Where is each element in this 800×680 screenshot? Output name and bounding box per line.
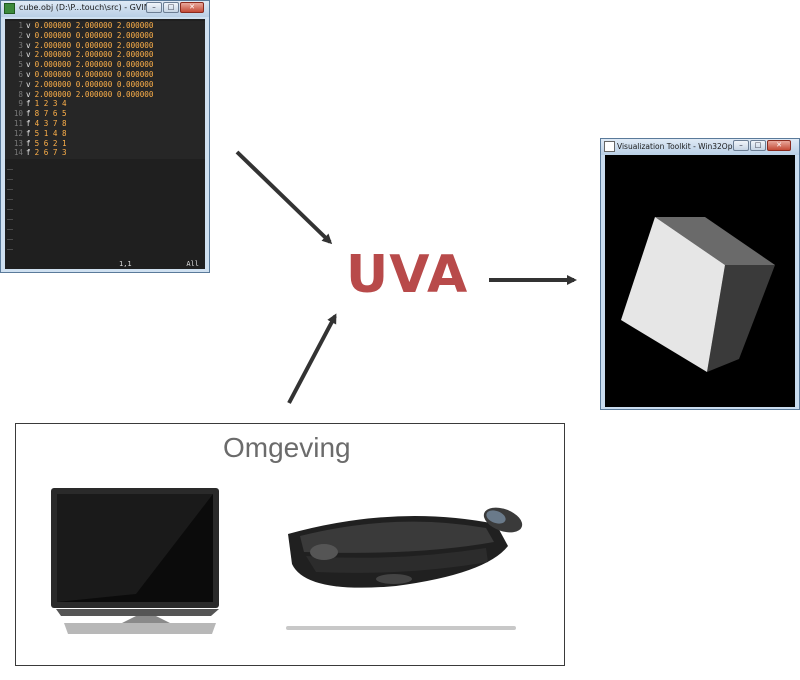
line-number: 2	[18, 30, 23, 40]
gvim-app-icon	[4, 3, 15, 14]
line-number: 6	[18, 69, 23, 79]
arrow-gvim-to-uva	[235, 150, 333, 245]
obj-keyword: f	[26, 128, 31, 138]
arrow-environment-to-uva	[287, 313, 337, 404]
empty-line-marker	[7, 189, 13, 190]
obj-keyword: f	[26, 118, 31, 128]
render-canvas[interactable]	[605, 155, 795, 407]
obj-values: 5 6 2 1	[34, 138, 67, 148]
maximize-button[interactable]: □	[163, 2, 179, 13]
obj-values: 0.000000 0.000000 2.000000	[34, 30, 154, 40]
obj-values: 2.000000 2.000000 2.000000	[34, 50, 154, 60]
obj-values: 0.000000 2.000000 0.000000	[34, 60, 154, 70]
line-number: 4	[18, 50, 23, 60]
cube-icon	[621, 217, 775, 372]
environment-title: Omgeving	[223, 432, 351, 463]
line-number: 3	[18, 40, 23, 50]
mouse-icon	[483, 507, 523, 533]
line-number: 9	[18, 99, 23, 109]
obj-keyword: v	[26, 69, 31, 79]
obj-keyword: v	[26, 50, 31, 60]
empty-line-marker	[7, 169, 13, 170]
monitor-icon	[51, 488, 219, 634]
empty-line-marker	[7, 249, 13, 250]
obj-values: 1 2 3 4	[34, 99, 67, 109]
empty-line-marker	[7, 199, 13, 200]
obj-keyword: v	[26, 60, 31, 70]
obj-values: 2 6 7 3	[34, 148, 67, 158]
obj-keyword: f	[26, 99, 31, 109]
minimize-button[interactable]: –	[146, 2, 162, 13]
gvim-window-title: cube.obj (D:\P...touch\src) - GVIM	[19, 3, 151, 12]
obj-values: 4 3 7 8	[34, 118, 67, 128]
obj-keyword: v	[26, 89, 31, 99]
line-number: 11	[13, 118, 23, 128]
line-number: 1	[18, 21, 23, 30]
line-number: 14	[13, 148, 23, 158]
obj-values: 0.000000 0.000000 0.000000	[34, 69, 154, 79]
obj-keyword: f	[26, 138, 31, 148]
obj-keyword: f	[26, 148, 31, 158]
obj-values: 5 1 4 8	[34, 128, 67, 138]
minimize-button[interactable]: –	[733, 140, 749, 151]
line-number: 5	[18, 60, 23, 70]
line-number: 10	[13, 109, 23, 119]
close-button[interactable]: ✕	[767, 140, 791, 151]
obj-keyword: v	[26, 21, 31, 30]
close-button[interactable]: ✕	[180, 2, 204, 13]
gvim-window[interactable]: cube.obj (D:\P...touch\src) - GVIM – □ ✕…	[0, 0, 210, 273]
empty-line-marker	[7, 239, 13, 240]
obj-values: 8 7 6 5	[34, 109, 67, 119]
obj-values: 0.000000 2.000000 2.000000	[34, 21, 154, 30]
obj-keyword: v	[26, 79, 31, 89]
obj-values: 2.000000 0.000000 0.000000	[34, 79, 154, 89]
obj-keyword: v	[26, 30, 31, 40]
environment-devices	[51, 488, 523, 634]
line-number: 7	[18, 79, 23, 89]
line-number: 13	[13, 138, 23, 148]
empty-line-marker	[7, 229, 13, 230]
empty-line-marker	[7, 209, 13, 210]
vtk-app-icon	[604, 141, 615, 152]
obj-values: 2.000000 0.000000 2.000000	[34, 40, 154, 50]
vtk-titlebar[interactable]: Visualization Toolkit - Win32Open... – □…	[601, 139, 799, 155]
uva-label: UVA	[346, 245, 469, 305]
cursor-position: 1,1	[119, 260, 132, 268]
obj-keyword: f	[26, 109, 31, 119]
obj-values: 2.000000 2.000000 0.000000	[34, 89, 154, 99]
empty-line-marker	[7, 179, 13, 180]
line-number: 8	[18, 89, 23, 99]
vtk-window[interactable]: Visualization Toolkit - Win32Open... – □…	[600, 138, 800, 410]
scroll-indicator: All	[186, 260, 199, 268]
line-number: 12	[13, 128, 23, 138]
vtk-window-title: Visualization Toolkit - Win32Open...	[617, 142, 749, 151]
empty-line-marker	[7, 219, 13, 220]
obj-keyword: v	[26, 40, 31, 50]
keyboard-icon	[288, 516, 508, 588]
maximize-button[interactable]: □	[750, 140, 766, 151]
environment-box: Omgeving	[15, 423, 565, 666]
gvim-titlebar[interactable]: cube.obj (D:\P...touch\src) - GVIM – □ ✕	[1, 1, 209, 17]
vim-status-line: 1,1 All	[5, 259, 205, 269]
